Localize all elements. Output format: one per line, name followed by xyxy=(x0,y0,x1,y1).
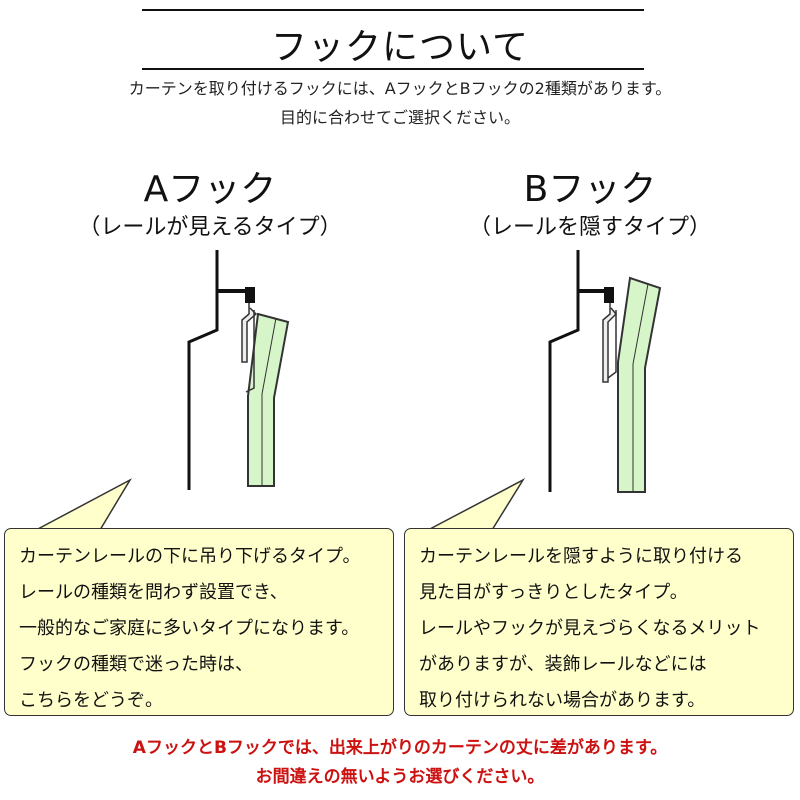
hook-shaft xyxy=(607,310,617,379)
description-line: レールの種類を問わず設置でき、 xyxy=(19,582,288,603)
rail-runner xyxy=(604,287,614,303)
hook-a-subtitle: （レールが見えるタイプ） xyxy=(78,215,342,240)
description-line: がありますが、装飾レールなどには xyxy=(419,654,707,675)
description-line: 取り付けられない場合があります。 xyxy=(419,690,706,711)
notice-line-2: お間違えの無いようお選びください。 xyxy=(255,767,545,787)
wall-outline xyxy=(548,250,580,492)
notice-line-1: AフックとBフックでは、出来上がりのカーテンの丈に差があります。 xyxy=(132,738,668,758)
curtain-panel xyxy=(617,276,662,493)
page-title: フックについて xyxy=(271,27,529,68)
hook-b-title: Bフック xyxy=(523,169,657,210)
curtain-inner-line xyxy=(261,317,277,486)
description-line: 一般的なご家庭に多いタイプになります。 xyxy=(19,618,360,639)
hook-a-title: Aフック xyxy=(143,169,277,210)
curtain-panel xyxy=(247,312,290,487)
hook-shaft xyxy=(245,310,255,393)
hook-a-description-bubble: カーテンレールの下に吊り下げるタイプ。 レールの種類を問わず設置でき、 一般的な… xyxy=(4,528,394,716)
hook-a-description: カーテンレールの下に吊り下げるタイプ。 レールの種類を問わず設置でき、 一般的な… xyxy=(19,539,385,719)
hook-b-diagram xyxy=(548,250,662,493)
bubble-a-tail xyxy=(35,478,133,531)
hook-a-diagram xyxy=(187,250,290,490)
intro-line-1: カーテンを取り付けるフックには、AフックとBフックの2種類があります。 xyxy=(128,79,672,98)
description-line: こちらをどうぞ。 xyxy=(19,690,163,711)
title-underline xyxy=(142,68,644,70)
hook-b-description-bubble: カーテンレールを隠すように取り付ける 見た目がすっきりとしたタイプ。 レールやフ… xyxy=(404,528,794,716)
top-rule xyxy=(142,9,644,11)
rail-runner xyxy=(245,287,255,303)
bubble-b-tail xyxy=(427,478,526,531)
description-line: 見た目がすっきりとしたタイプ。 xyxy=(419,582,688,603)
hook-clip xyxy=(602,303,618,383)
description-line: カーテンレールを隠すように取り付ける xyxy=(419,546,743,567)
intro-line-2: 目的に合わせてご選択ください。 xyxy=(279,108,520,127)
curtain-inner-line xyxy=(632,283,649,492)
hook-b-subtitle: （レールを隠すタイプ） xyxy=(468,215,711,240)
hook-b-description: カーテンレールを隠すように取り付ける 見た目がすっきりとしたタイプ。 レールやフ… xyxy=(419,539,785,719)
wall-outline xyxy=(187,250,219,490)
description-line: カーテンレールの下に吊り下げるタイプ。 xyxy=(19,546,361,567)
description-line: レールやフックが見えづらくなるメリット xyxy=(419,618,761,639)
description-line: フックの種類で迷った時は、 xyxy=(19,654,253,675)
